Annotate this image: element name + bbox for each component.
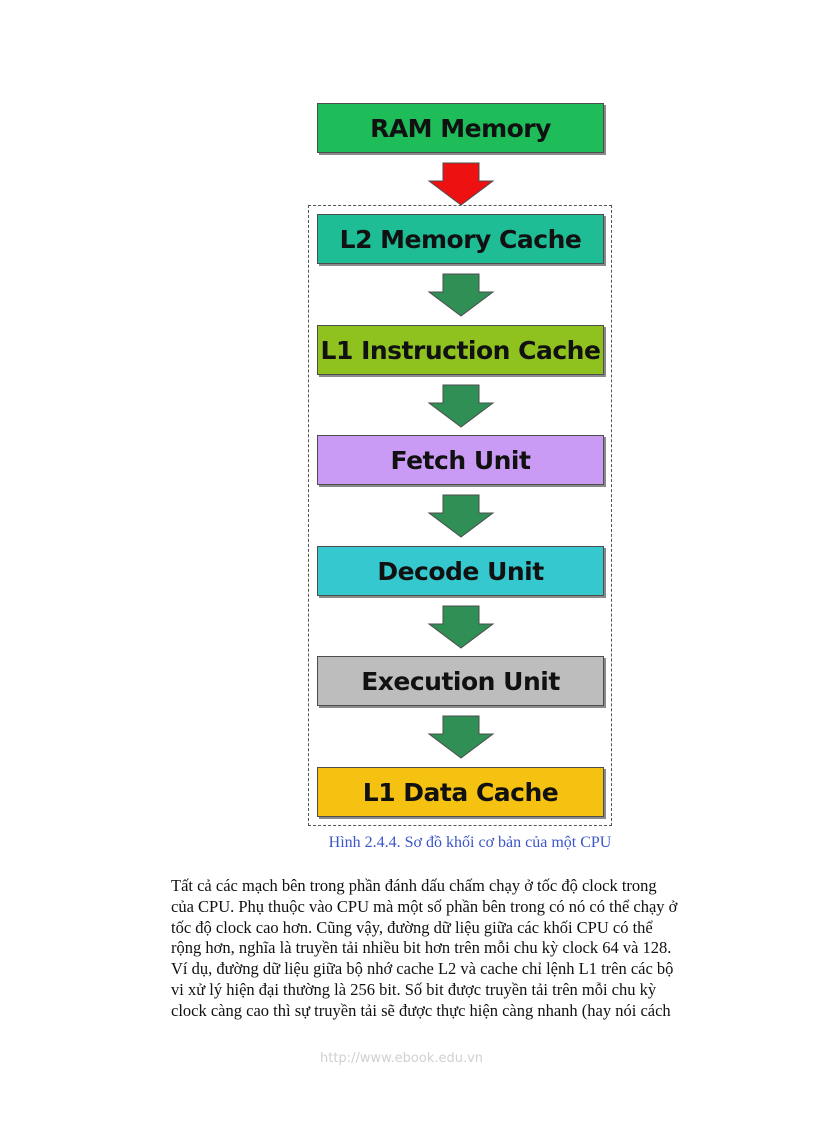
- block-decode-unit: Decode Unit: [317, 546, 604, 596]
- paragraph-line: Tất cả các mạch bên trong phần đánh dấu …: [171, 876, 657, 895]
- block-fetch-unit: Fetch Unit: [317, 435, 604, 485]
- cpu-boundary-dashed-frame: [308, 205, 612, 826]
- paragraph-line: của CPU. Phụ thuộc vào CPU mà một số phầ…: [171, 896, 678, 916]
- body-paragraph: Tất cả các mạch bên trong phần đánh dấu …: [171, 876, 761, 1022]
- paragraph-line: clock càng cao thì sự truyền tải sẽ được…: [171, 1000, 671, 1020]
- arrow-down-icon: [427, 273, 495, 317]
- figure-caption: Hình 2.4.4. Sơ đồ khối cơ bản của một CP…: [328, 834, 612, 851]
- block-l2-memory-cache: L2 Memory Cache: [317, 214, 604, 264]
- block-ram-memory: RAM Memory: [317, 103, 604, 153]
- block-l1-data-cache: L1 Data Cache: [317, 767, 604, 817]
- arrow-down-icon: [427, 715, 495, 759]
- paragraph-line: tốc độ clock cao hơn. Cũng vậy, đường dữ…: [171, 917, 653, 937]
- arrow-down-icon: [427, 162, 495, 206]
- paragraph-line: rộng hơn, nghĩa là truyền tải nhiều bit …: [171, 938, 672, 958]
- footer-url: http://www.ebook.edu.vn: [320, 1051, 484, 1066]
- arrow-down-icon: [427, 605, 495, 649]
- block-execution-unit: Execution Unit: [317, 656, 604, 706]
- arrow-down-icon: [427, 494, 495, 538]
- paragraph-line: Ví dụ, đường dữ liệu giữa bộ nhớ cache L…: [171, 959, 674, 979]
- paragraph-line: vi xử lý hiện đại thường là 256 bit. Số …: [171, 979, 657, 999]
- block-l1-instruction-cache: L1 Instruction Cache: [317, 325, 604, 375]
- arrow-down-icon: [427, 384, 495, 428]
